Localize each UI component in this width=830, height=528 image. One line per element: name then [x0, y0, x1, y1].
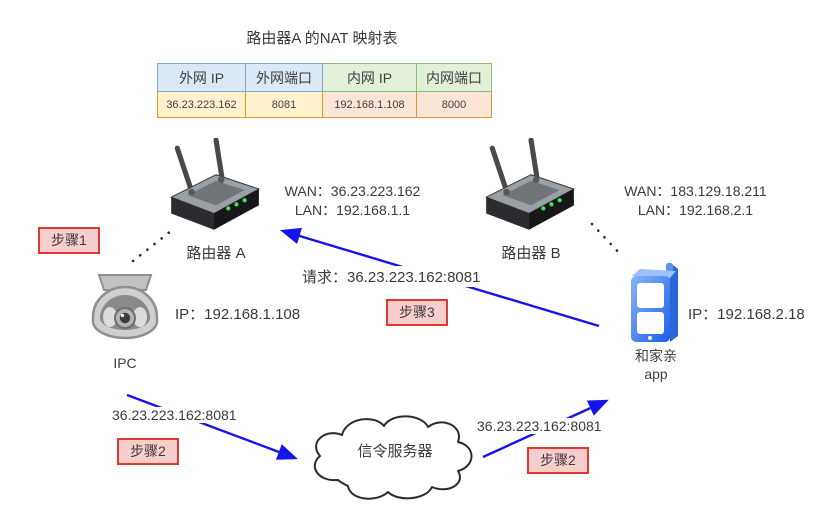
step2-left-arrow-line	[126, 393, 298, 460]
router-a-label: 路由器 A	[186, 245, 246, 262]
app-label: 和家亲 app	[618, 347, 694, 383]
signal-server-cloud	[313, 415, 473, 500]
nat-header-lan-ip: 内网 IP	[322, 63, 417, 92]
app-ip-text: IP：192.168.2.18	[688, 306, 805, 323]
ipc-camera-icon	[91, 274, 159, 340]
nat-value-wan-ip: 36.23.223.162	[157, 91, 246, 118]
router-b-label: 路由器 B	[501, 245, 561, 262]
router-a-wan: WAN：36.23.223.162	[284, 183, 421, 199]
step3-request-text: 请求：36.23.223.162:8081	[300, 266, 483, 287]
router-b-wan: WAN：183.129.18.211	[624, 183, 767, 199]
nat-mapping-table: 外网 IP 外网端口 内网 IP 内网端口 36.23.223.162 8081…	[157, 63, 492, 118]
nat-header-wan-port: 外网端口	[245, 63, 323, 92]
nat-value-wan-port: 8081	[245, 91, 323, 118]
router-b-lan: LAN：192.168.2.1	[637, 202, 754, 218]
signal-server-label: 信令服务器	[357, 443, 433, 460]
router-a-icon	[169, 138, 261, 230]
app-label-line1: 和家亲	[635, 348, 677, 364]
app-phone-icon	[631, 263, 678, 342]
step1-badge: 步骤1	[38, 227, 100, 254]
step2-right-addr-text: 36.23.223.162:8081	[475, 418, 604, 434]
nat-table-header-row: 外网 IP 外网端口 内网 IP 内网端口	[157, 63, 492, 92]
nat-header-wan-ip: 外网 IP	[157, 63, 246, 92]
app-label-line2: app	[644, 366, 668, 382]
ipc-ip-text: IP：192.168.1.108	[175, 306, 301, 323]
nat-value-lan-port: 8000	[416, 91, 492, 118]
ipc-label: IPC	[113, 355, 137, 371]
step3-badge: 步骤3	[386, 299, 448, 326]
step2-left-addr-text: 36.23.223.162:8081	[110, 407, 239, 423]
step2-right-badge: 步骤2	[527, 447, 589, 474]
nat-value-lan-ip: 192.168.1.108	[322, 91, 417, 118]
nat-header-lan-port: 内网端口	[416, 63, 492, 92]
ipc-routerA-dotted-link	[131, 229, 173, 263]
routerB-app-dotted-link	[590, 222, 625, 259]
nat-table-title: 路由器A 的NAT 映射表	[246, 30, 398, 47]
step2-left-badge: 步骤2	[117, 438, 179, 465]
router-b-icon	[484, 138, 576, 230]
router-a-lan: LAN：192.168.1.1	[294, 202, 411, 218]
router-b-addresses: WAN：183.129.18.211 LAN：192.168.2.1	[603, 182, 788, 220]
router-a-addresses: WAN：36.23.223.162 LAN：192.168.1.1	[270, 182, 435, 220]
nat-table-value-row: 36.23.223.162 8081 192.168.1.108 8000	[157, 91, 492, 118]
